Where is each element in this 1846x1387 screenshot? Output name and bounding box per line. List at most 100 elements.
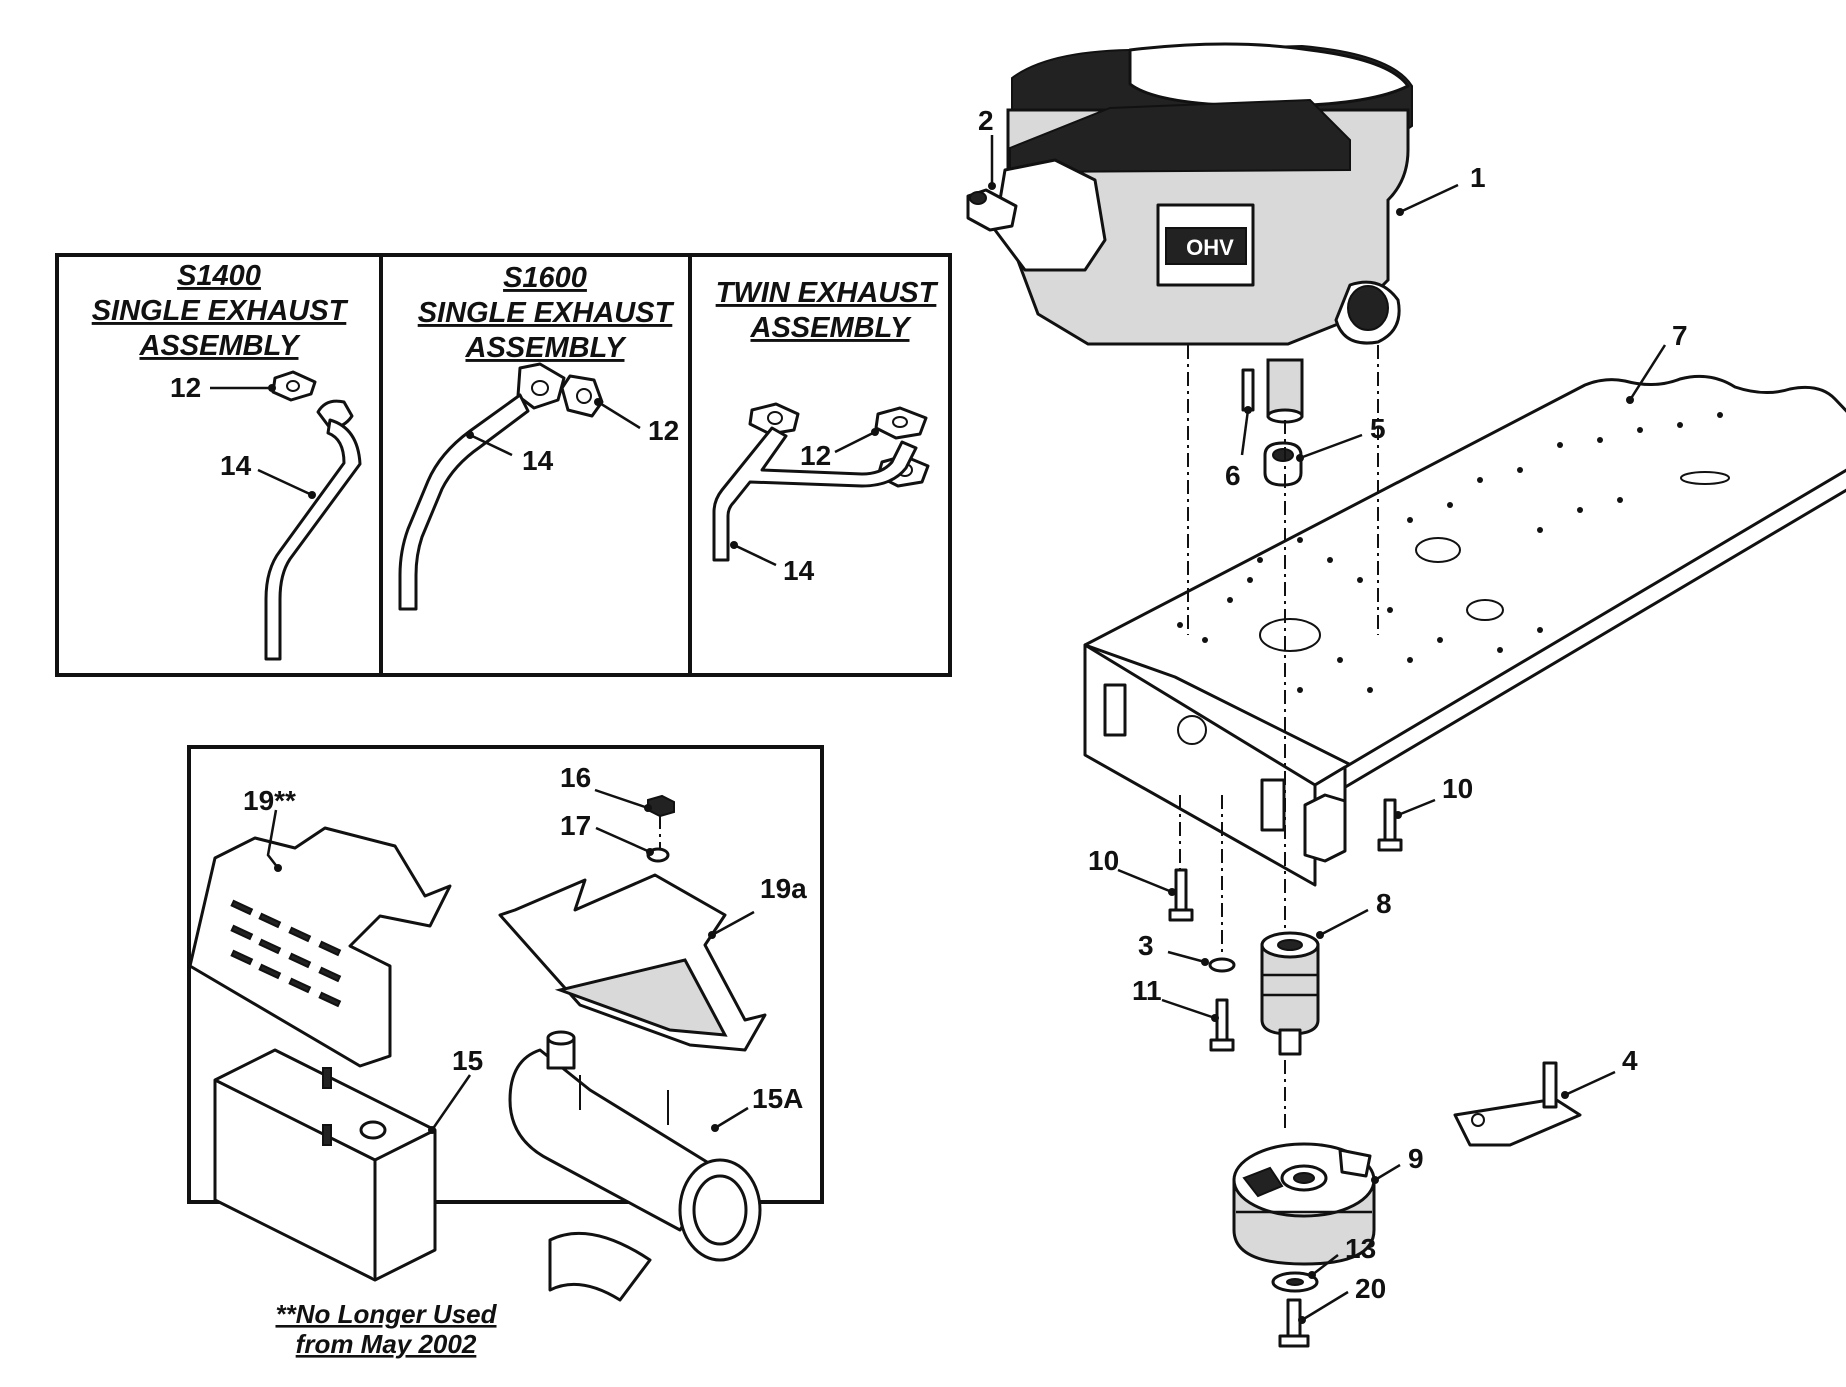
pulley-hub: [1278, 1028, 1302, 1056]
engine-exhaust-opening: [1347, 285, 1389, 331]
leader-10b: [1397, 798, 1436, 817]
callout-7: 7: [1672, 320, 1688, 351]
muffler-15-stud: [322, 1124, 332, 1146]
bolt-20: [1278, 1298, 1310, 1348]
leader-19a: [711, 910, 755, 937]
heat-shield-19a: [498, 873, 767, 1052]
callout-1: 1: [1470, 162, 1486, 193]
muffler-15A-bracket: [548, 1231, 652, 1302]
leader-13: [1311, 1254, 1339, 1276]
leader-15A: [714, 1106, 749, 1130]
leader-11: [1161, 998, 1216, 1020]
callout-17: 17: [560, 810, 591, 841]
bracket-4: [1453, 1097, 1582, 1147]
callout-15: 15: [452, 1045, 483, 1076]
heat-shield-slots: [230, 899, 342, 1008]
bushing-5-bore: [1272, 448, 1294, 462]
leader-20: [1301, 1290, 1349, 1322]
leader-19: [266, 809, 279, 869]
frame-slot: [1680, 471, 1730, 485]
leader-4: [1564, 1070, 1616, 1097]
frame-hole: [1415, 537, 1461, 563]
bolt-shank: [1174, 868, 1188, 912]
callout-14-s1600: 14: [522, 445, 554, 476]
bolt-shank: [1286, 1298, 1302, 1338]
leader-9: [1374, 1163, 1401, 1182]
s1600-subtitle: ASSEMBLY: [465, 332, 628, 364]
leader-14c: [733, 543, 777, 567]
engine-crankshaft: [1266, 358, 1304, 418]
frame-hole: [1466, 599, 1504, 621]
leader-5: [1299, 433, 1363, 460]
washer-13-bore: [1286, 1278, 1304, 1286]
callout-3: 3: [1138, 930, 1154, 961]
ohv-badge-text: OHV: [1186, 235, 1234, 260]
leader-1: [1399, 183, 1459, 214]
leader-3: [1167, 950, 1206, 964]
frame-slot: [1260, 778, 1286, 832]
bolt-11: [1209, 998, 1235, 1052]
muffler-15A-pipe-top: [546, 1030, 576, 1046]
callout-10-left: 10: [1088, 845, 1119, 876]
bolt-head: [1209, 1038, 1235, 1052]
clutch-tab: [1338, 1148, 1372, 1178]
clutch-bore: [1293, 1172, 1315, 1184]
note-line-2: from May 2002: [296, 1329, 477, 1359]
leader-16: [594, 788, 649, 810]
flange-hole: [767, 411, 783, 425]
frame-crank-hole: [1259, 618, 1321, 652]
s1400-subtitle: ASSEMBLY: [139, 330, 302, 362]
callout-11: 11: [1132, 975, 1162, 1006]
leader-lines: [210, 135, 1667, 1322]
leader-12b: [597, 400, 641, 430]
callout-9: 9: [1408, 1143, 1424, 1174]
callout-13: 13: [1345, 1233, 1376, 1264]
s1600-title: SINGLE EXHAUST: [418, 297, 675, 329]
muffler-15A: [508, 1048, 722, 1232]
gasket-hole: [286, 380, 300, 392]
callout-14-twin: 14: [783, 555, 815, 586]
s1400-exhaust-pipe: [264, 418, 362, 661]
gasket-hole: [576, 388, 592, 404]
bracket-4-pin: [1542, 1061, 1558, 1109]
muffler-15-outlet: [359, 1120, 387, 1140]
frame-holes: [1177, 412, 1723, 693]
engine-assembly: OHV: [966, 42, 1413, 424]
pulley-bore: [1277, 939, 1303, 951]
muffler-15A-inlet: [692, 1174, 748, 1246]
bolt-shank: [1215, 998, 1229, 1042]
bolt-head: [1377, 838, 1403, 852]
callout-12-s1400: 12: [170, 372, 201, 403]
callout-14-s1400: 14: [220, 450, 252, 481]
exhaust-variants-panel: S1400 SINGLE EXHAUST ASSEMBLY S1600 SING…: [55, 253, 952, 677]
heat-shield-19a-side: [554, 958, 728, 1037]
s1600-model: S1600: [503, 262, 587, 294]
callout-2: 2: [978, 105, 994, 136]
engine-carburetor: [993, 158, 1107, 272]
clutch-9: [1232, 1142, 1376, 1266]
callout-19: 19**: [243, 785, 296, 816]
leader-12c: [834, 430, 876, 454]
exhaust-panel-border: [55, 253, 952, 677]
twin-subtitle: ASSEMBLY: [750, 312, 913, 344]
engine-flywheel-screen: [1128, 42, 1410, 108]
s1600-exhaust-pipe: [398, 393, 530, 611]
callout-4: 4: [1622, 1045, 1638, 1076]
leader-8: [1319, 908, 1369, 937]
frame-bracket: [1303, 793, 1347, 863]
twin-exhaust-pipe: [712, 426, 918, 562]
twin-title: TWIN EXHAUST: [716, 277, 939, 309]
callout-8: 8: [1376, 888, 1392, 919]
dowel-pin-6: [1241, 368, 1255, 412]
frame-front-face: [1083, 643, 1317, 887]
leader-14a: [257, 468, 313, 497]
note-line-1: **No Longer Used: [275, 1299, 497, 1329]
gasket-hole: [892, 416, 908, 428]
bolt-head: [1168, 908, 1194, 922]
frame-slot: [1103, 683, 1127, 737]
callout-19a: 19a: [760, 873, 807, 904]
muffler-15-edge: [374, 1128, 436, 1162]
flange-hole: [531, 380, 549, 396]
bolt-head: [1278, 1334, 1310, 1348]
clutch-connector: [1242, 1166, 1284, 1198]
